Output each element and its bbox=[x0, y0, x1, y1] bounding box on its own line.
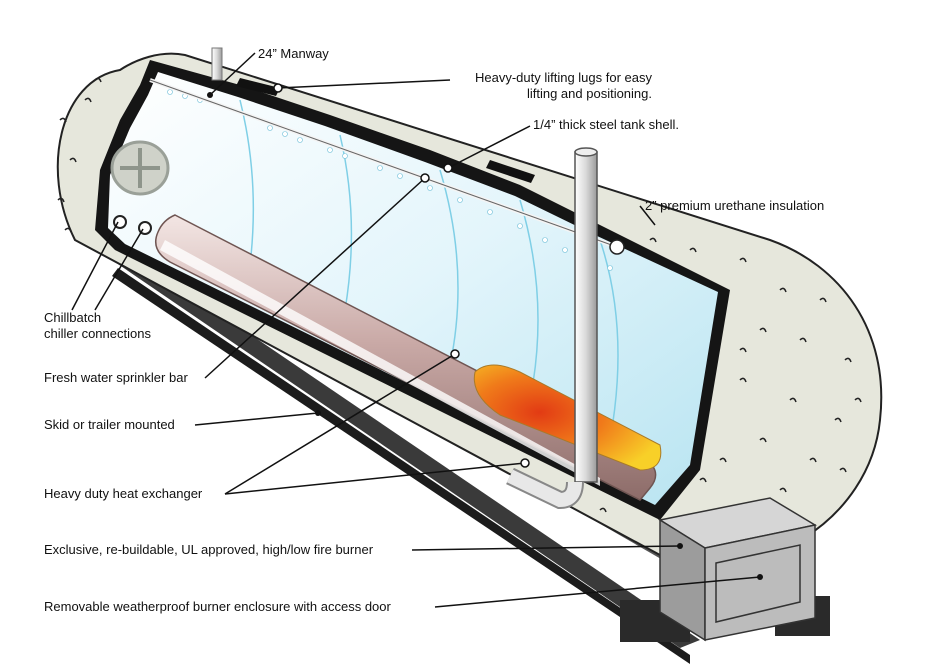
access-door bbox=[715, 544, 801, 623]
label-chiller-connections: Chillbatch chiller connections bbox=[44, 310, 151, 342]
manway bbox=[110, 140, 170, 196]
label-insulation: 2” premium urethane insulation bbox=[645, 198, 825, 213]
label-chiller-line1: Chillbatch bbox=[44, 310, 102, 325]
skid-rail-front bbox=[115, 256, 700, 648]
label-lifting-lugs-line1: Heavy-duty lifting lugs for easy bbox=[474, 70, 652, 85]
sprinkler-droplets bbox=[167, 89, 613, 271]
label-sprinkler-bar: Fresh water sprinkler bar bbox=[44, 370, 188, 385]
exhaust-stack bbox=[506, 147, 598, 510]
label-burner: Exclusive, re-buildable, UL approved, hi… bbox=[44, 542, 374, 557]
label-lifting-lugs: Heavy-duty lifting lugs for easy lifting… bbox=[452, 70, 652, 102]
label-chiller-line2: chiller connections bbox=[44, 326, 151, 341]
sprinkler-bar-outline bbox=[149, 79, 621, 249]
label-skid: Skid or trailer mounted bbox=[44, 417, 175, 432]
label-enclosure: Removable weatherproof burner enclosure … bbox=[44, 599, 391, 614]
leader-lines bbox=[71, 52, 761, 608]
sprinkler-bar-end bbox=[609, 239, 625, 255]
skid-rail-front-bottom bbox=[112, 268, 690, 664]
burner-flame bbox=[473, 364, 662, 471]
label-manway: 24” Manway bbox=[258, 46, 329, 61]
label-lifting-lugs-line2: lifting and positioning. bbox=[526, 86, 652, 101]
label-tank-shell: 1/4” thick steel tank shell. bbox=[533, 117, 679, 132]
leader-dots-dark bbox=[207, 92, 763, 580]
leader-dots bbox=[273, 83, 530, 468]
burner-enclosure bbox=[657, 497, 818, 642]
baffle-rings bbox=[239, 99, 619, 441]
lifting-lugs bbox=[236, 78, 535, 183]
heat-exchanger bbox=[155, 214, 662, 501]
label-heat-exchanger: Heavy duty heat exchanger bbox=[44, 486, 203, 501]
vent-stub bbox=[211, 47, 223, 81]
